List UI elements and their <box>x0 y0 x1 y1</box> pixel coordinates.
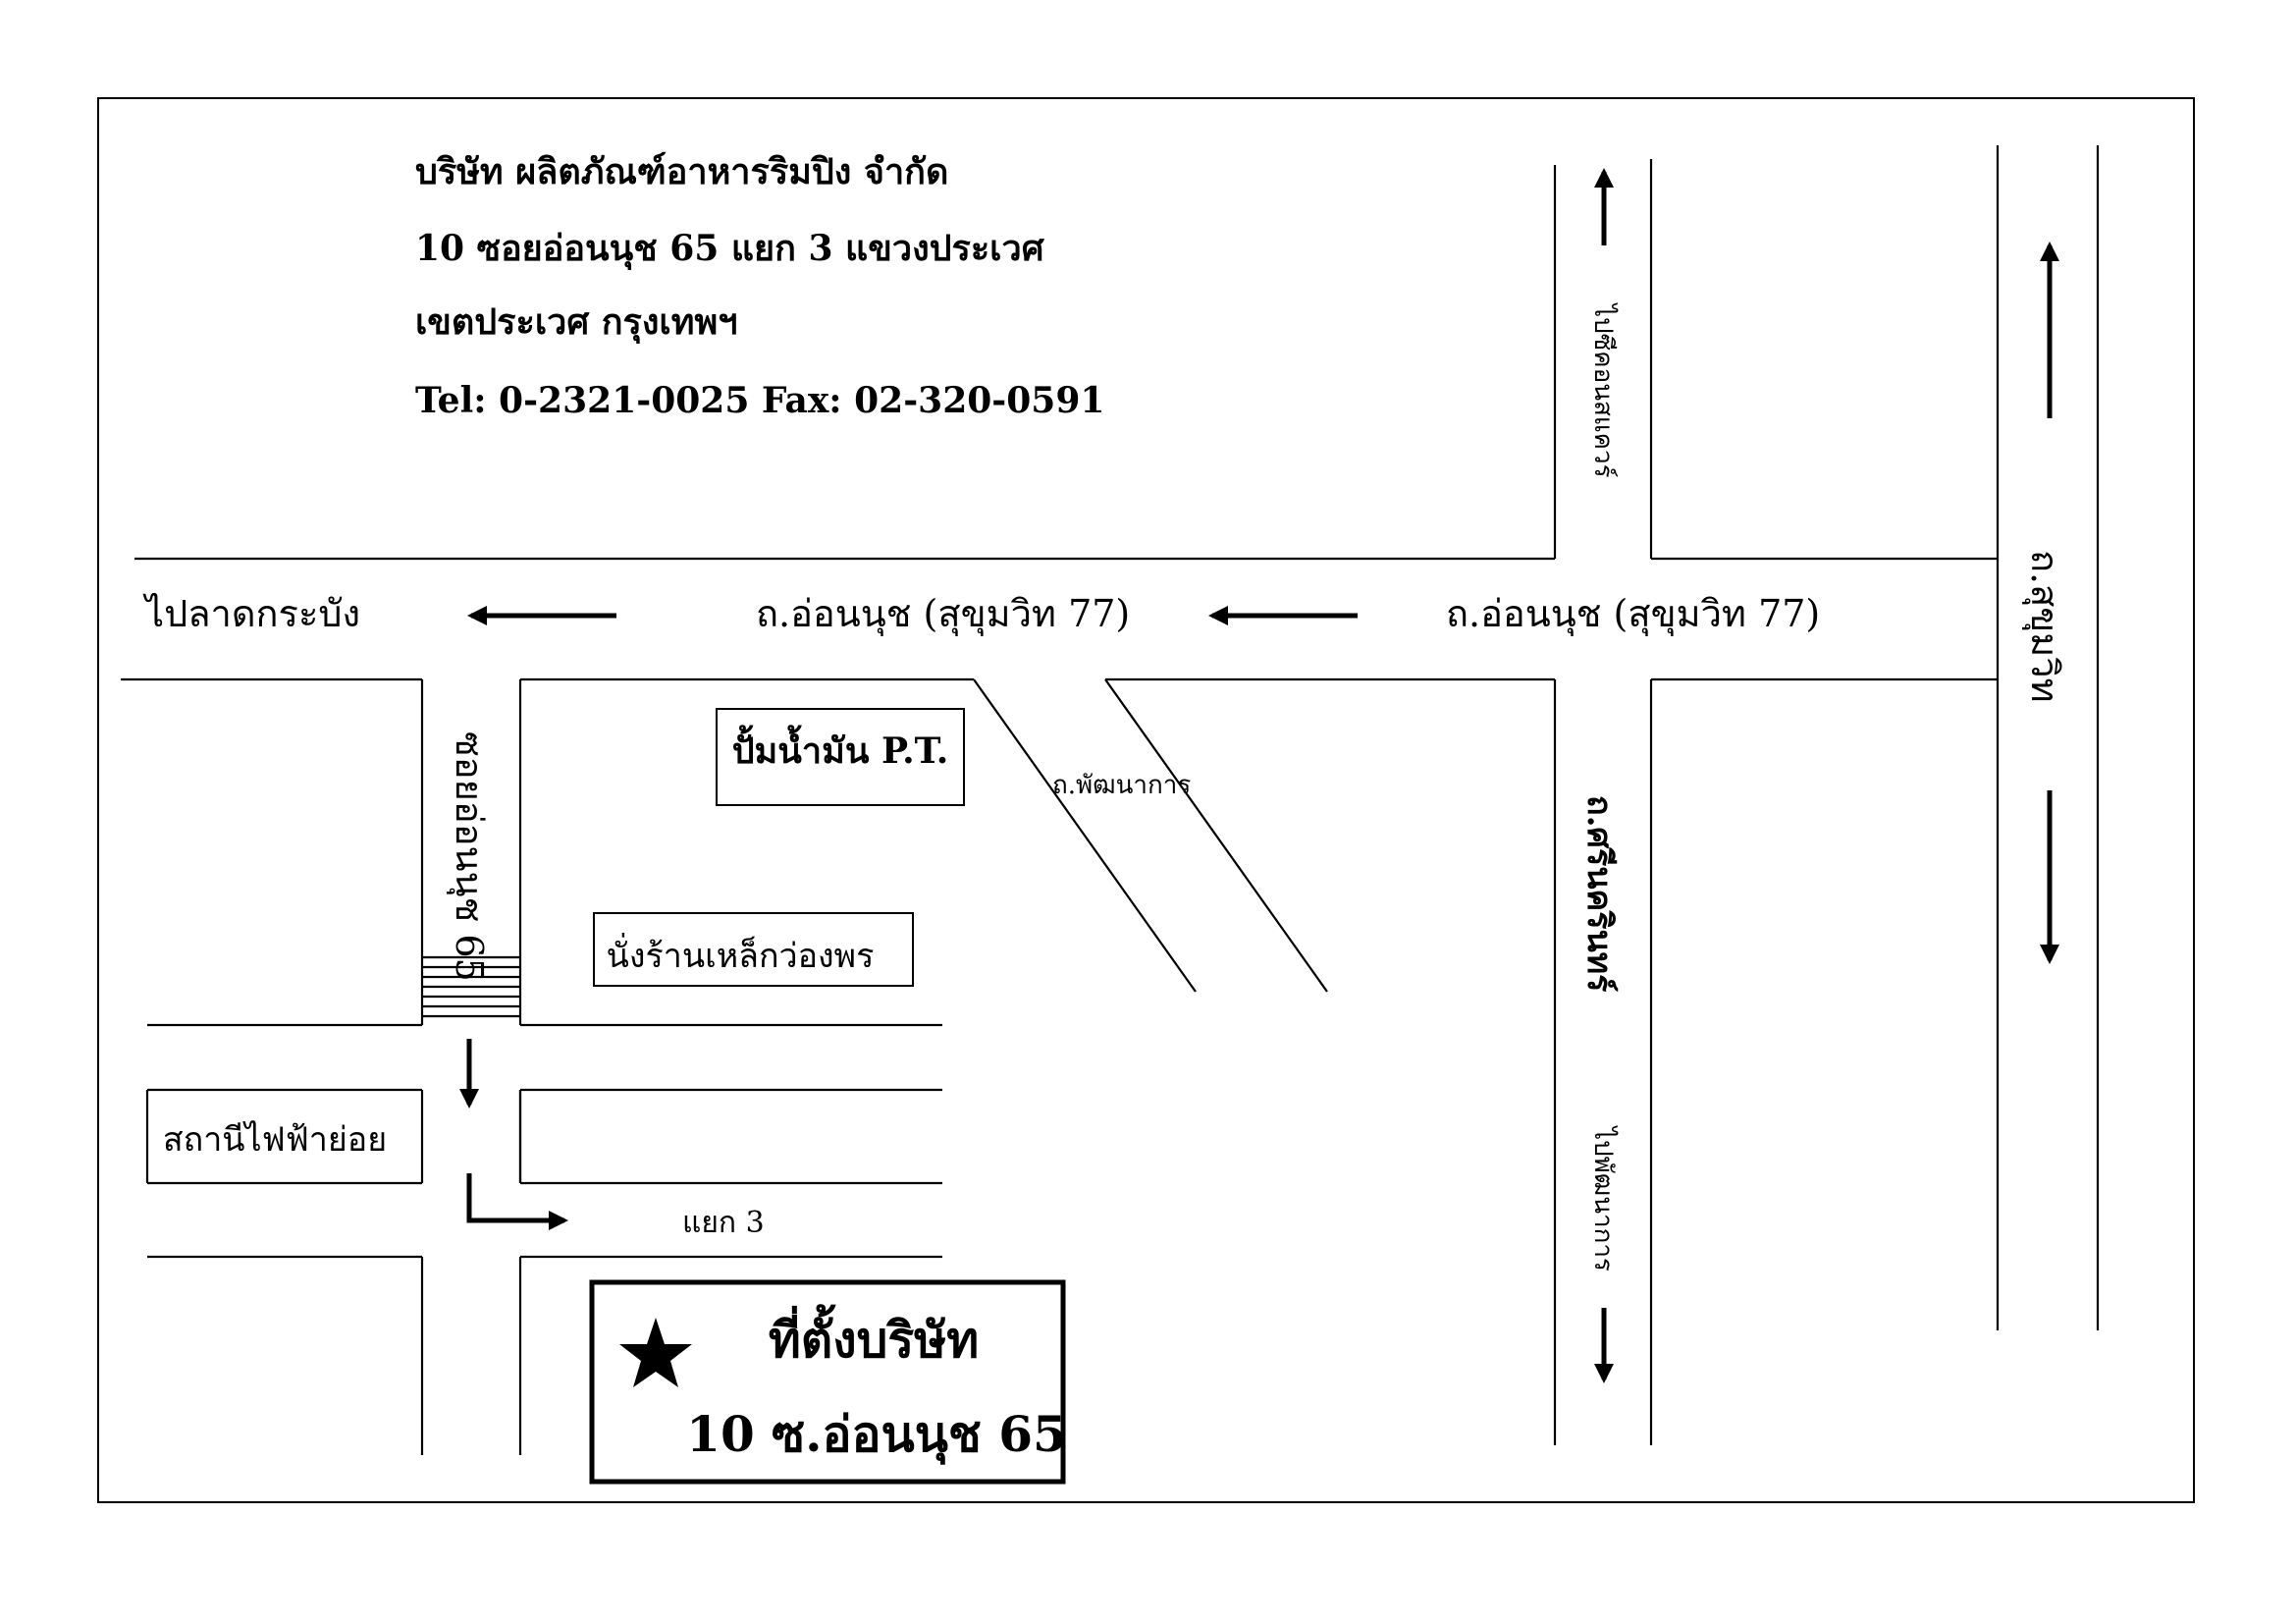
company-box-title: ที่ตั้งบริษัท <box>769 1304 979 1369</box>
star-icon <box>619 1318 692 1387</box>
on-nut-road <box>121 557 1998 681</box>
company-box-address: 10 ซ.อ่อนนุช 65 <box>686 1405 1067 1465</box>
direction-arrows <box>459 168 2059 1383</box>
label-phatthanakan-road: ถ.พัฒนาการ <box>1052 771 1191 800</box>
label-to-lat-krabang: ไปลาดกระบัง <box>142 592 360 635</box>
crosswalk <box>422 955 520 1018</box>
sri-nakarin-road <box>1553 159 1653 1445</box>
company-location-box: ที่ตั้งบริษัท 10 ซ.อ่อนนุช 65 <box>589 1279 1067 1485</box>
substation-label: สถานีไฟฟ้าย่อย <box>163 1120 387 1160</box>
label-yaek-3: แยก 3 <box>682 1206 765 1240</box>
furniture-shop-landmark: นั่งร้านเหล็กว่องพร <box>593 912 914 987</box>
label-on-nut-right: ถ.อ่อนนุช (สุขุมวิท 77) <box>1446 592 1820 636</box>
pt-station-label: ปั้มน้ำมัน P.T. <box>732 725 949 772</box>
arrow-turn-yaek3 <box>466 1173 568 1230</box>
map-frame <box>97 97 2195 1503</box>
label-sri-nakarin: ถ.ศรีนครินทร์ <box>1579 795 1619 993</box>
side-streets <box>145 1023 942 1259</box>
phatthanakan-road <box>973 678 1328 993</box>
address-line-2: เขตประเวศ กรุงเทพฯ <box>415 301 737 345</box>
label-on-nut-left: ถ.อ่อนนุช (สุขุมวิท 77) <box>756 592 1130 636</box>
address-line-1: 10 ซอยอ่อนนุช 65 แยก 3 แขวงประเวศ <box>415 228 1045 271</box>
furniture-shop-label: นั่งร้านเหล็กว่องพร <box>607 933 875 976</box>
pt-station-landmark: ปั้มน้ำมัน P.T. <box>716 708 965 806</box>
label-to-phatthanakan: ไปพัฒนาการ <box>1588 1125 1619 1271</box>
contact-line: Tel: 0-2321-0025 Fax: 02-320-0591 <box>415 380 1104 421</box>
label-to-seacon: ไปซีคอนสแควร์ <box>1588 302 1619 478</box>
label-soi-65: ซอยอ่อนนุช 65 <box>447 731 491 982</box>
company-name: บริษัท ผลิตภัณฑ์อาหารริมปิง จำกัด <box>415 151 948 192</box>
label-sukhumvit: ถ.สุขุมวิท <box>2022 550 2066 703</box>
sukhumvit-road <box>1996 145 2100 1330</box>
